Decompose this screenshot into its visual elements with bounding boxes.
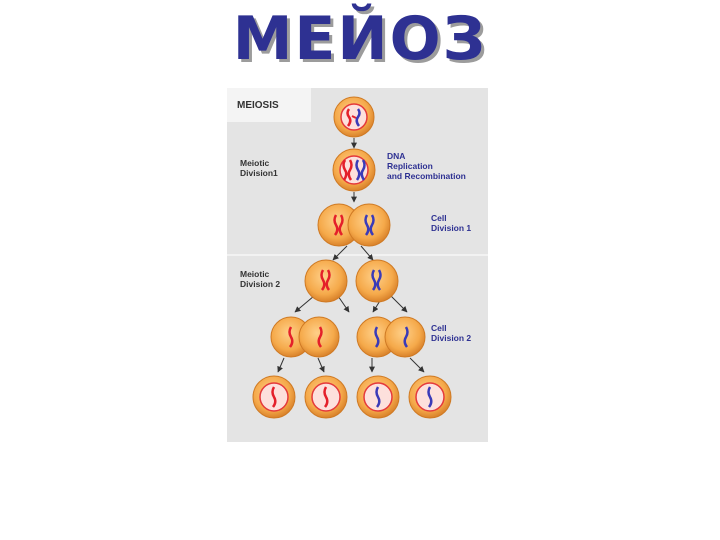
arrow — [337, 295, 350, 313]
label-cell-division-1: Cell Division 1 — [431, 213, 471, 233]
gamete-2 — [304, 375, 348, 419]
division-separator — [227, 254, 488, 256]
daughter-cell-blue — [355, 259, 399, 303]
arrow — [317, 357, 325, 373]
label-cell-division-2: Cell Division 2 — [431, 323, 471, 343]
heading-panel — [227, 88, 311, 122]
dividing-cell-1 — [317, 203, 391, 247]
gamete-3 — [356, 375, 400, 419]
label-meiotic-division-1: Meiotic Division1 — [240, 158, 278, 178]
parent-cell — [333, 96, 375, 138]
label-dna-replication: DNA Replication and Recombination — [387, 151, 466, 181]
arrow — [277, 357, 285, 373]
arrow — [390, 295, 408, 313]
arrows — [277, 138, 425, 373]
gamete-1 — [252, 375, 296, 419]
label-meiotic-division-2: Meiotic Division 2 — [240, 269, 280, 289]
replicated-cell — [332, 148, 376, 192]
arrow — [332, 245, 348, 261]
arrow — [360, 245, 374, 261]
diagram-heading: MEIOSIS — [237, 100, 279, 111]
arrow — [409, 357, 425, 373]
arrow — [294, 295, 315, 313]
meiosis-figure: MEIOSIS Meiotic Division1 Meiotic Divisi… — [227, 88, 488, 442]
dividing-cell-2-left — [270, 316, 340, 358]
gamete-4 — [408, 375, 452, 419]
dividing-cell-2-right — [356, 316, 426, 358]
daughter-cell-red — [304, 259, 348, 303]
meiosis-diagram: MEIOSIS Meiotic Division1 Meiotic Divisi… — [227, 88, 488, 419]
slide-title: МЕЙОЗ — [232, 4, 488, 74]
